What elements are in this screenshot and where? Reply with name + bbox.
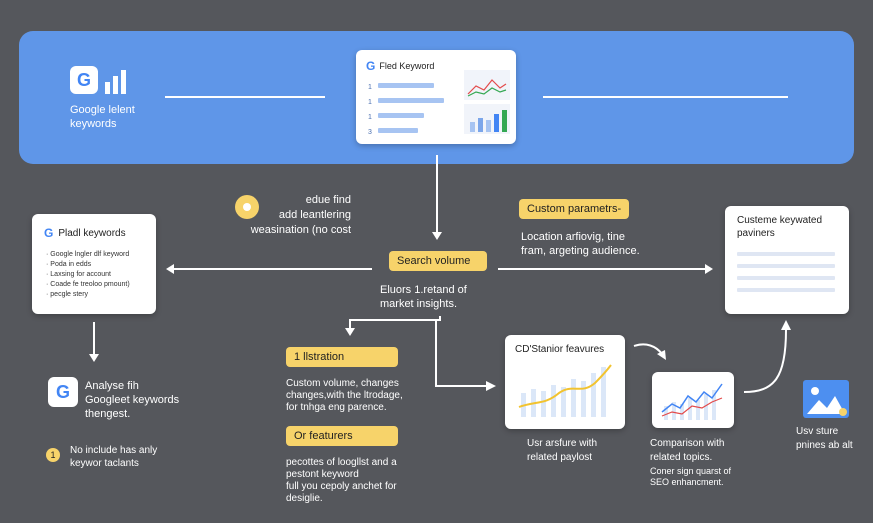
list-item-label: Google lngler dlf keyword	[50, 251, 130, 258]
arrow-head	[432, 232, 442, 240]
list-item-label: Poda in edds	[50, 261, 92, 268]
card-bar	[378, 83, 434, 88]
list-item: · Google lngler dlf keyword	[46, 251, 130, 258]
google-logo-icon: G	[366, 59, 376, 73]
card-number: 1	[368, 84, 372, 91]
bar-chart-icon	[105, 70, 126, 94]
user-icon	[235, 195, 259, 219]
comparison-subtext: Coner sign quarst of SEO enhancment.	[650, 466, 732, 487]
audience-text: edue find add leantlering weasination (n…	[250, 194, 351, 236]
banner-left-line	[165, 96, 325, 98]
arrow-curve	[633, 343, 666, 360]
google-logo-icon: G	[44, 226, 54, 240]
list-item: · pecgle stery	[46, 291, 89, 298]
card-number: 1	[368, 114, 372, 121]
note-badge: 1	[46, 448, 60, 462]
cd-features-card: CD'Stanior feavures	[505, 335, 625, 429]
card-bar	[378, 128, 418, 133]
arrow-path	[345, 316, 496, 391]
list-item-label: Coade fe treoloo pmount)	[50, 281, 130, 288]
banner-right-line	[543, 96, 788, 98]
custom-params-text: Location arfiovig, tine fram, argeting a…	[521, 231, 640, 257]
list-item: · Poda in edds	[46, 261, 92, 268]
search-volume-text: Eluors 1.retand of market insights.	[380, 284, 467, 310]
banner-brand-text: Google lelent keywords	[70, 104, 135, 130]
card-number: 3	[368, 129, 372, 136]
features-text: pecottes of loogllst and a pestont keywo…	[286, 457, 397, 504]
placeholder-line	[737, 252, 835, 256]
illustration-text: Custom volume, changes changes,with the …	[286, 378, 403, 413]
card-bar	[378, 113, 424, 118]
arrow-line	[93, 322, 95, 354]
keywords-card: G Pladl keywords · Google lngler dlf key…	[32, 214, 156, 314]
placeholder-line	[737, 276, 835, 280]
cd-features-caption: Usr arsfure with related paylost	[527, 438, 598, 463]
custom-keywords-card: Custeme keywated paviners	[725, 206, 849, 314]
note-text: No include has anly keywor taclants	[70, 445, 158, 469]
arrow-head	[89, 354, 99, 362]
custom-params-label: Custom parametrs-	[519, 199, 630, 219]
usv-text: Usv sture pnines ab alt	[796, 426, 853, 451]
list-item: · Coade fe treoloo pmount)	[46, 281, 130, 288]
google-logo-icon: G	[48, 377, 78, 407]
card-bar	[378, 98, 444, 103]
list-item-label: Laxsing for account	[50, 271, 111, 278]
arrow-curve	[743, 320, 791, 393]
placeholder-line	[737, 288, 835, 292]
arrow-head	[166, 264, 174, 274]
illustration-label: 1 llstration	[286, 347, 398, 367]
search-volume-label: Search volume	[389, 251, 487, 271]
arrow-head	[705, 264, 713, 274]
line-chart-icon	[518, 364, 612, 417]
list-item-label: pecgle stery	[50, 291, 89, 298]
google-logo-icon: G	[70, 66, 98, 94]
placeholder-line	[737, 264, 835, 268]
line-chart-icon	[661, 383, 723, 420]
comparison-card	[652, 372, 734, 428]
arrow-line	[174, 268, 372, 270]
card-number: 1	[368, 99, 372, 106]
features-label: Or featurers	[286, 426, 398, 446]
arrow-line	[498, 268, 705, 270]
keywords-card-title: Pladl keywords	[58, 227, 126, 239]
image-icon	[803, 380, 849, 418]
mini-chart-icon	[464, 70, 510, 134]
cd-features-title: CD'Stanior feavures	[515, 344, 605, 355]
list-item: · Laxsing for account	[46, 271, 111, 278]
keyword-card: G Fled Keyword 1 1 1 3	[356, 50, 516, 144]
keyword-card-title: Fled Keyword	[379, 61, 435, 71]
custom-keywords-title: Custeme keywated paviners	[737, 215, 823, 239]
arrow-line	[436, 155, 438, 233]
comparison-caption: Comparison with related topics.	[650, 438, 725, 463]
analyse-text: Analyse fih Googleet keywords thengest.	[85, 380, 180, 420]
